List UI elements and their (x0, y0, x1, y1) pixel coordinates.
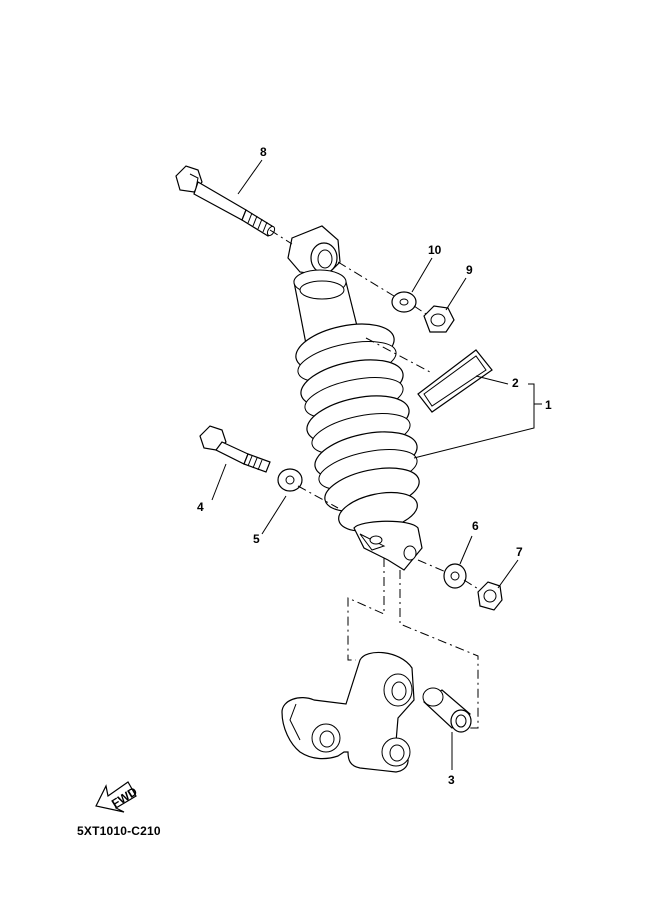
relay-arm (281, 651, 415, 773)
shock-upper-mount (287, 225, 341, 277)
callout-1: 1 (545, 398, 552, 412)
shock-lower-clevis (353, 520, 423, 571)
part-8-bolt (175, 165, 276, 237)
part-9-nut (423, 305, 455, 333)
callout-8: 8 (260, 145, 267, 159)
part-2-label (417, 349, 493, 413)
callout-7: 7 (516, 545, 523, 559)
callout-10: 10 (428, 243, 442, 257)
leader-lines (211, 159, 542, 770)
shock-body (293, 269, 361, 353)
part-5-washer (277, 468, 303, 492)
fwd-label: FWD (109, 784, 140, 811)
part-4-bolt (199, 425, 271, 473)
fwd-arrow-icon: FWD (95, 781, 140, 813)
callout-5: 5 (253, 532, 260, 546)
callout-9: 9 (466, 263, 473, 277)
diagram-code: 5XT1010-C210 (77, 824, 161, 838)
part-10-washer (391, 291, 417, 313)
shock-spring (295, 323, 420, 533)
callout-4: 4 (197, 500, 204, 514)
callout-3: 3 (448, 773, 455, 787)
assembly-lines (269, 229, 481, 729)
callout-2: 2 (512, 376, 519, 390)
callout-labels: 1 2 3 4 5 6 7 8 9 10 (197, 145, 552, 787)
part-6-washer (443, 563, 467, 589)
callout-6: 6 (472, 519, 479, 533)
part-3-collar (422, 687, 472, 733)
part-7-nut (477, 581, 503, 611)
